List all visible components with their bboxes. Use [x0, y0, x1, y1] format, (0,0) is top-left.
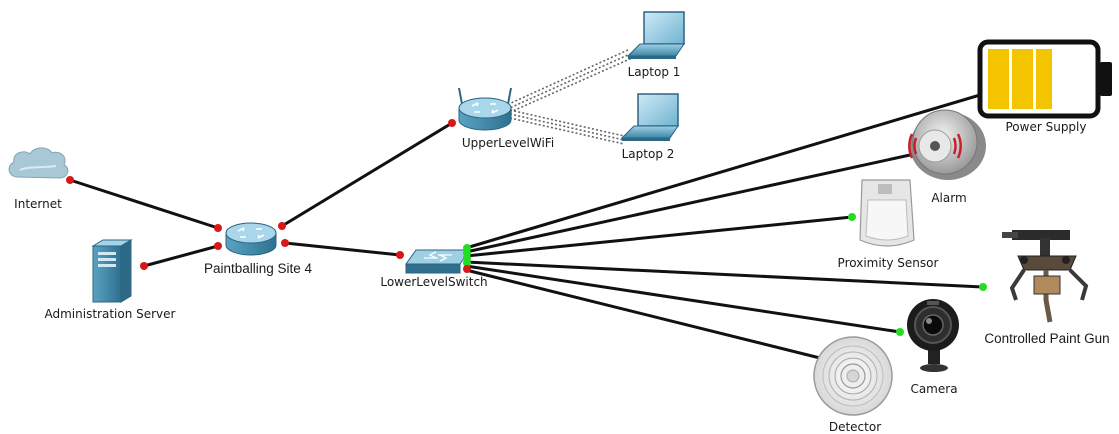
link-switch-camera	[464, 264, 902, 334]
internet-label: Internet	[14, 197, 62, 211]
port-indicator	[396, 251, 404, 259]
alarm-icon	[908, 109, 986, 180]
proximity-sensor-node[interactable]: Proximity Sensor	[838, 179, 939, 270]
port-indicator	[463, 265, 471, 273]
camera-node[interactable]: Camera	[907, 299, 959, 396]
paint-gun-label: Controlled Paint Gun	[984, 331, 1109, 346]
camera-label: Camera	[910, 382, 957, 396]
internet-node[interactable]: Internet	[8, 147, 69, 211]
port-indicator	[140, 262, 148, 270]
link-switch-gun	[464, 260, 985, 289]
server-icon	[91, 239, 133, 303]
battery-icon	[977, 39, 1112, 119]
alarm-node[interactable]: Alarm	[908, 109, 986, 205]
laptop2-label: Laptop 2	[622, 147, 675, 161]
webcam-icon	[907, 299, 959, 372]
router-icon	[225, 222, 277, 256]
wireless-link-laptop2	[509, 109, 625, 145]
port-indicators	[66, 119, 987, 336]
detector-label: Detector	[829, 420, 881, 434]
wifi-node[interactable]: UpperLevelWiFi	[458, 87, 554, 150]
wireless-link-laptop1	[499, 49, 633, 115]
switch-node[interactable]: LowerLevelSwitch	[380, 249, 488, 289]
wireless-router-icon	[458, 87, 512, 131]
laptop2-node[interactable]: Laptop 2	[620, 93, 679, 161]
port-indicator	[66, 176, 74, 184]
link-switch-proximity	[464, 215, 854, 258]
port-indicator	[214, 242, 222, 250]
port-indicator	[278, 222, 286, 230]
wifi-label: UpperLevelWiFi	[462, 136, 554, 150]
link-switch-detector	[464, 268, 830, 362]
link-router-switch	[283, 241, 402, 257]
port-indicator	[281, 239, 289, 247]
proximity-sensor-label: Proximity Sensor	[838, 256, 939, 270]
admin-server-label: Administration Server	[45, 307, 176, 321]
laptop1-label: Laptop 1	[628, 65, 681, 79]
wireless-links	[499, 49, 633, 145]
router-label: Paintballing Site 4	[204, 261, 313, 276]
link-switch-power	[464, 93, 982, 250]
link-switch-alarm	[464, 153, 912, 254]
port-indicator	[979, 283, 987, 291]
port-indicator	[463, 259, 471, 267]
port-indicator	[896, 328, 904, 336]
switch-label: LowerLevelSwitch	[380, 275, 487, 289]
port-indicator	[448, 119, 456, 127]
paint-gun-node[interactable]: Controlled Paint Gun	[984, 230, 1110, 346]
smoke-detector-icon	[813, 336, 893, 416]
laptop-icon	[620, 93, 679, 141]
admin-server-node[interactable]: Administration Server	[45, 239, 176, 321]
link-internet-router	[68, 178, 220, 230]
link-server-router	[142, 244, 220, 268]
detector-node[interactable]: Detector	[813, 336, 893, 434]
link-router-wifi	[280, 121, 454, 228]
router-node[interactable]: Paintballing Site 4	[204, 222, 313, 276]
cloud-icon	[8, 147, 69, 179]
paint-gun-icon	[1002, 230, 1089, 323]
motion-sensor-icon	[859, 179, 915, 247]
port-indicator	[214, 224, 222, 232]
power-supply-label: Power Supply	[1006, 120, 1087, 134]
alarm-label: Alarm	[931, 191, 966, 205]
switch-icon	[405, 249, 471, 274]
laptop1-node[interactable]: Laptop 1	[626, 11, 685, 79]
power-supply-node[interactable]: Power Supply	[977, 39, 1112, 134]
port-indicator	[848, 213, 856, 221]
laptop-icon	[626, 11, 685, 59]
links	[68, 93, 985, 362]
